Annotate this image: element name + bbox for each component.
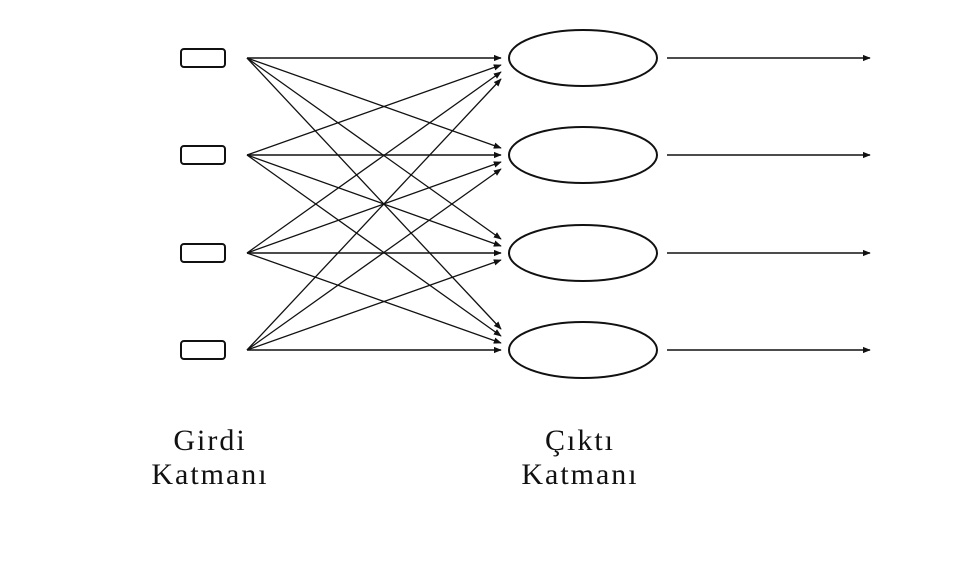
connection-1-2 [246, 57, 502, 149]
input-layer [180, 48, 226, 360]
connection-3-2 [246, 161, 502, 254]
output-node-4 [508, 321, 658, 379]
input-node-2 [180, 145, 226, 165]
output-arrows [667, 54, 871, 354]
connection-3-4 [246, 252, 502, 344]
output-layer [508, 29, 658, 379]
connection-4-3 [246, 259, 502, 351]
output-layer-label: Çıktı Katmanı [440, 424, 720, 492]
connection-1-4 [246, 57, 502, 330]
output-node-1 [508, 29, 658, 87]
connection-2-4 [246, 154, 502, 337]
output-node-2 [508, 126, 658, 184]
connection-3-1 [246, 71, 502, 254]
output-layer-label-line-1: Çıktı [544, 424, 615, 457]
input-layer-label: Girdi Katmanı [70, 424, 350, 492]
connection-1-3 [246, 57, 502, 240]
connection-4-2 [246, 168, 502, 351]
connection-2-3 [246, 154, 502, 247]
input-layer-label-line-2: Katmanı [151, 458, 269, 491]
input-node-4 [180, 340, 226, 360]
input-layer-label-line-1: Girdi [173, 424, 247, 457]
output-layer-label-line-2: Katmanı [521, 458, 639, 491]
connection-4-1 [246, 78, 502, 351]
output-node-3 [508, 224, 658, 282]
input-node-1 [180, 48, 226, 68]
connections [246, 54, 502, 354]
input-node-3 [180, 243, 226, 263]
connection-2-1 [246, 64, 502, 156]
